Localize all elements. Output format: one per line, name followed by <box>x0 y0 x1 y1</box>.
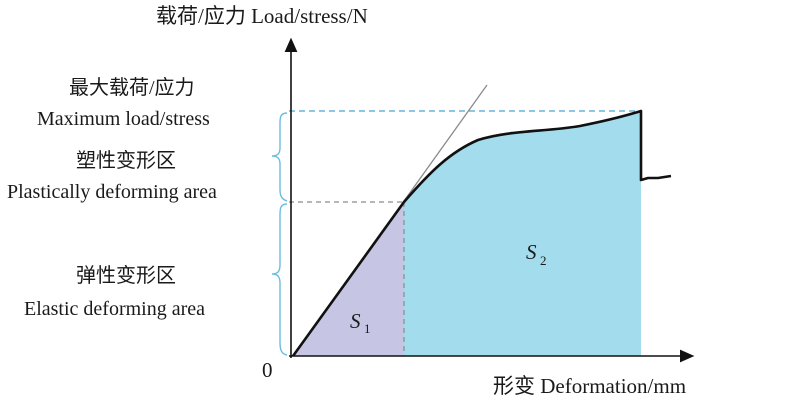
s2-subscript: 2 <box>540 253 547 268</box>
plastic-zone-brace <box>271 112 288 202</box>
origin-label: 0 <box>262 358 273 382</box>
plastic-zone-label-cn: 塑性变形区 <box>76 149 176 172</box>
x-axis-label: 形变 Deformation/mm <box>493 374 686 398</box>
elastic-zone-label-en: Elastic deforming area <box>24 298 205 320</box>
plastic-zone-label-en: Plastically deforming area <box>7 181 217 203</box>
s1-subscript: 1 <box>364 321 371 336</box>
s2-region <box>404 111 641 356</box>
elastic-zone-brace <box>271 203 288 356</box>
load-deformation-curve <box>291 109 672 357</box>
max-load-label-en: Maximum load/stress <box>37 108 210 130</box>
s2-label: S <box>526 240 537 264</box>
max-load-label-cn: 最大载荷/应力 <box>69 76 195 99</box>
elastic-zone-label-cn: 弹性变形区 <box>76 264 176 287</box>
y-axis-label: 载荷/应力 Load/stress/N <box>156 4 368 28</box>
s1-label: S <box>350 309 361 333</box>
